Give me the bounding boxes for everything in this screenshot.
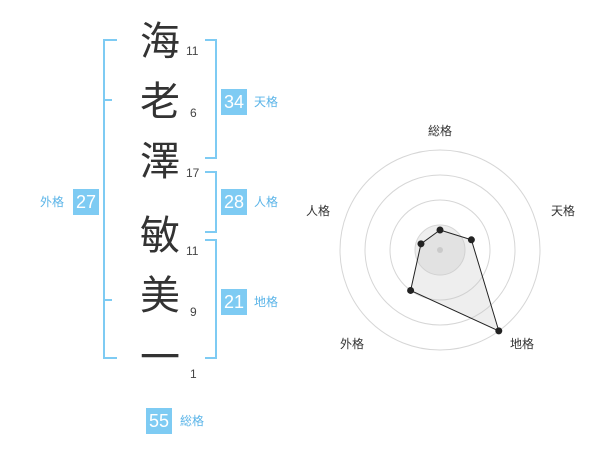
name-char-4: 敏 [140,213,180,259]
radar-point-4 [407,286,415,294]
radar-series-polygon [410,229,500,332]
stroke-count-1: 11 [186,44,199,58]
jinkaku-label: 人格 [254,195,279,209]
stroke-count-6: 1 [190,367,197,381]
radar-point-5 [417,240,425,248]
radar-axis-label-jinkaku: 人格 [306,204,331,218]
radar-axis-label-soukaku: 総格 [428,124,453,138]
jinkaku-value-badge: 28 [221,189,247,215]
stroke-count-5: 9 [190,305,197,319]
stroke-count-3: 17 [186,166,200,180]
name-char-2: 老 [140,79,180,125]
name-char-3: 澤 [140,139,180,185]
name-char-1: 海 [140,19,180,65]
tenkaku-label: 天格 [254,95,279,109]
chikaku-value-badge: 21 [221,289,247,315]
radar-axis-label-chikaku: 地格 [510,337,535,351]
name-char-6: 一 [140,335,180,381]
gaikaku-label: 外格 [40,195,65,209]
radar-point-2 [467,236,475,244]
name-char-5: 美 [140,273,180,319]
radar-axis-label-gaikaku: 外格 [340,337,365,351]
chikaku-label: 地格 [254,295,279,309]
soukaku-value-badge: 55 [146,408,172,434]
soukaku-label: 総格 [180,414,205,428]
gaikaku-value-badge: 27 [73,189,99,215]
radar-point-3 [495,327,503,335]
tenkaku-value-badge: 34 [221,89,247,115]
gaikaku-bracket [103,39,117,359]
stroke-count-2: 6 [190,106,197,120]
radar-center [437,247,443,253]
stroke-count-4: 11 [186,244,199,258]
radar-point-1 [436,226,444,234]
chikaku-bracket [205,239,217,359]
radar-axis-label-tenkaku: 天格 [551,204,576,218]
tenkaku-bracket [205,39,217,159]
jinkaku-bracket [205,171,217,233]
